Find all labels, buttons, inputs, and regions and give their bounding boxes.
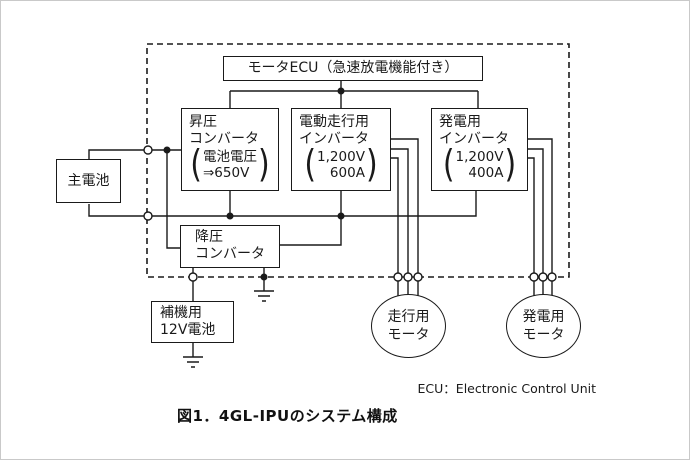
- generator-motor-label-line1: 発電用: [522, 309, 565, 325]
- ground-symbol: [254, 290, 274, 302]
- drive-motor-label-line2: モータ: [387, 327, 430, 343]
- right-paren: ): [258, 142, 270, 187]
- generator-motor-label-line2: モータ: [522, 327, 565, 343]
- generator-inverter-voltage: 1,200V: [455, 149, 504, 165]
- drive-inverter-box: 電動走行用 インバータ ( 1,200V 600A ): [291, 108, 391, 191]
- right-paren: ): [504, 142, 517, 187]
- drive-inverter-name-line1: 電動走行用: [299, 114, 369, 130]
- boost-converter-name-line1: 昇圧: [189, 114, 217, 130]
- generator-inverter-name-line2: インバータ: [439, 131, 509, 147]
- buck-converter-box: 降圧 コンバータ: [180, 225, 280, 268]
- generator-motor-circle: 発電用 モータ: [506, 294, 581, 358]
- drive-motor-circle: 走行用 モータ: [371, 294, 446, 358]
- boost-converter-value-line1: 電池電圧: [203, 149, 257, 165]
- aux-battery-box: 補機用 12V電池: [151, 301, 234, 343]
- ipu-enclosure-dashed-box: [146, 43, 570, 278]
- main-battery-box: 主電池: [56, 159, 121, 203]
- ground-symbol: [183, 356, 203, 368]
- terminal-circles: [143, 145, 557, 282]
- buck-converter-name-line1: 降圧: [195, 229, 223, 245]
- aux-battery-label-line2: 12V電池: [160, 322, 216, 338]
- drive-inverter-name-line2: インバータ: [299, 131, 369, 147]
- left-paren: (: [190, 142, 202, 187]
- motor-ecu-label: モータECU（急速放電機能付き）: [247, 60, 459, 76]
- generator-inverter-name-line1: 発電用: [439, 114, 481, 130]
- figure-caption: 図1．4GL-IPUのシステム構成: [177, 407, 398, 425]
- left-paren: (: [442, 142, 455, 187]
- wire-lines: [88, 81, 553, 357]
- ecu-abbreviation-note: ECU：Electronic Control Unit: [417, 381, 596, 396]
- left-paren: (: [304, 142, 317, 187]
- junction-dots: [163, 87, 345, 281]
- generator-inverter-current: 400A: [468, 165, 504, 181]
- buck-converter-name-line2: コンバータ: [195, 246, 265, 262]
- boost-converter-box: 昇圧 コンバータ ( 電池電圧 ⇒650V ): [181, 108, 279, 191]
- generator-inverter-box: 発電用 インバータ ( 1,200V 400A ): [431, 108, 528, 191]
- right-paren: ): [365, 142, 378, 187]
- drive-inverter-current: 600A: [329, 165, 365, 181]
- aux-battery-label-line1: 補機用: [160, 305, 202, 321]
- boost-converter-name-line2: コンバータ: [189, 131, 259, 147]
- boost-converter-value-line2: ⇒650V: [203, 165, 250, 181]
- motor-ecu-box: モータECU（急速放電機能付き）: [223, 56, 483, 81]
- drive-inverter-voltage: 1,200V: [317, 149, 365, 165]
- drive-motor-label-line1: 走行用: [387, 309, 430, 325]
- main-battery-label: 主電池: [67, 172, 110, 189]
